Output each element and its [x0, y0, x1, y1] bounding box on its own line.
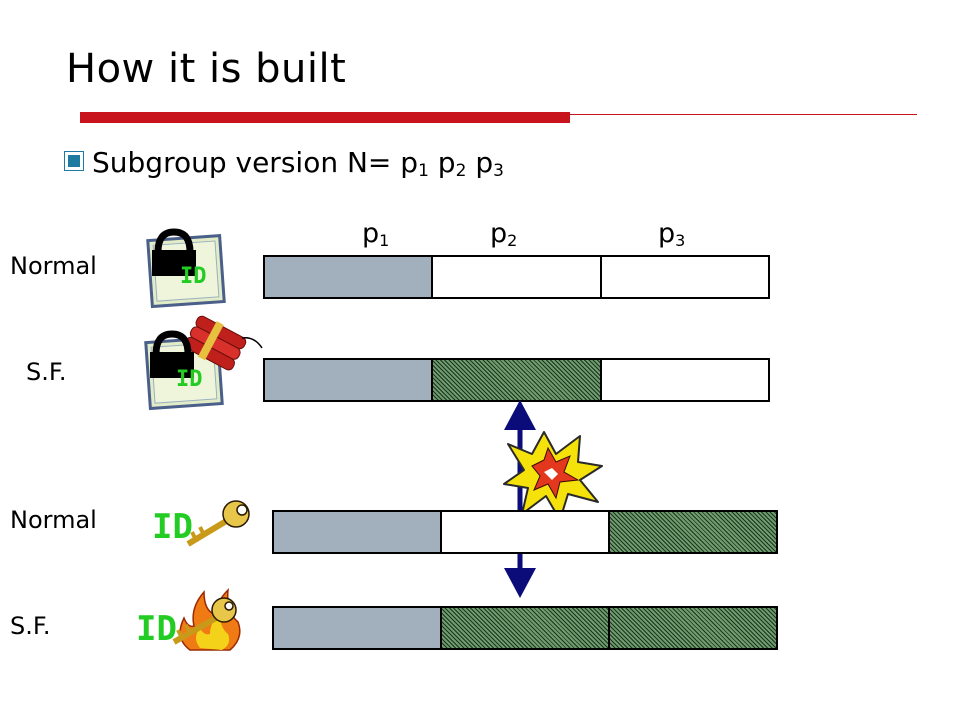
segment-white	[601, 360, 768, 400]
segment-white	[601, 257, 768, 297]
icon-id-text: ID	[136, 609, 177, 649]
segment-white	[433, 257, 602, 297]
segment-gray	[265, 257, 434, 297]
title-underline-thin	[570, 114, 917, 115]
title-underline-thick	[80, 112, 570, 123]
bullet-square-icon	[64, 151, 84, 171]
column-label-p2: p2	[490, 218, 518, 250]
segment-hatched	[610, 512, 776, 552]
column-label-p1: p1	[362, 218, 390, 250]
key-fire-icon: ID	[136, 588, 241, 651]
subtitle-factor: p1	[400, 146, 429, 181]
row-label: S.F.	[26, 358, 67, 386]
partition-bar	[263, 255, 770, 299]
row-label: Normal	[10, 252, 97, 280]
segment-gray	[274, 608, 442, 648]
icon-id-text: ID	[152, 507, 193, 547]
partition-bar	[272, 606, 778, 650]
row-label: S.F.	[10, 612, 51, 640]
subtitle-prefix: Subgroup version N=	[92, 146, 401, 179]
segment-gray	[274, 512, 442, 552]
explosion-icon	[503, 431, 603, 521]
lock-id-icon: ID	[146, 228, 226, 309]
segment-hatched	[433, 360, 602, 400]
partition-bar	[263, 358, 770, 402]
column-label-p3: p3	[658, 218, 686, 250]
subtitle-factor: p3	[475, 146, 504, 181]
segment-hatched	[610, 608, 776, 648]
key-id-icon: ID	[152, 500, 250, 547]
lock-dynamite-icon: ID	[144, 315, 263, 411]
segment-hatched	[442, 608, 610, 648]
subtitle-factor: p2	[437, 146, 467, 181]
partition-bar	[272, 510, 778, 554]
slide-title: How it is built	[66, 46, 347, 92]
row-label: Normal	[10, 506, 97, 534]
segment-white	[442, 512, 610, 552]
segment-gray	[265, 360, 434, 400]
subtitle: Subgroup version N= p1 p2 p3	[92, 146, 504, 181]
icon-id-text: ID	[176, 367, 203, 392]
icon-id-text: ID	[180, 264, 207, 289]
